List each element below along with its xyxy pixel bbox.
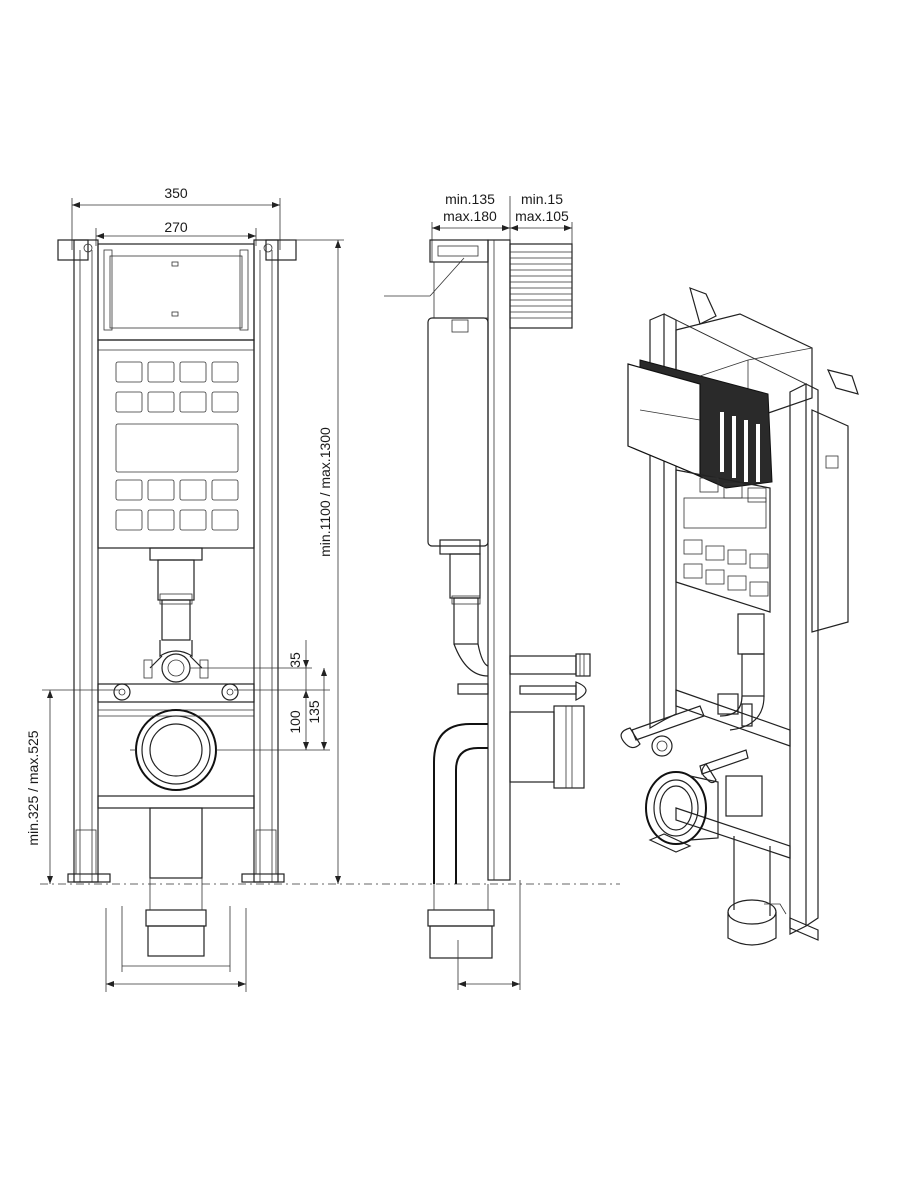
iso-flush-pipe — [719, 613, 765, 731]
dimension-total-height-label: min.1100 / max.1300 — [317, 427, 333, 557]
dimension-frame-depth: min.135 max.180 — [431, 191, 511, 262]
cistern-body — [97, 339, 255, 549]
iso-lower-frame — [675, 689, 791, 859]
drain-pipe-side — [427, 705, 585, 959]
dimension-270: 270 — [95, 219, 257, 246]
dimension-100-label: 100 — [287, 710, 303, 734]
dimension-lower-height-label: min.325 / max.525 — [25, 730, 41, 845]
dimension-frame-depth-line2: max.180 — [443, 208, 497, 224]
frame-posts — [67, 239, 285, 883]
drain-pipe — [105, 807, 247, 992]
dimension-total-height: min.1100 / max.1300 — [290, 239, 344, 884]
iso-actuator — [627, 359, 773, 489]
mounting-crossbar — [97, 683, 255, 711]
iso-drain-outlet — [645, 771, 763, 845]
dimension-wall-depth: min.15 max.105 — [510, 191, 573, 262]
dimension-lower-height: min.325 / max.525 — [25, 689, 120, 884]
iso-drain-pipe — [727, 836, 787, 946]
flush-box-opening — [97, 243, 255, 341]
wall-plane — [487, 239, 511, 881]
dimension-350: 350 — [71, 185, 281, 250]
side-top-bracket — [429, 239, 489, 319]
isometric-view — [620, 287, 859, 946]
flush-connector-side — [509, 653, 591, 701]
dimension-frame-depth-line1: min.135 — [445, 191, 495, 207]
lower-frame — [97, 715, 255, 809]
actuator-module — [509, 243, 573, 329]
flush-pipe-side — [449, 553, 489, 695]
iso-feet — [648, 833, 819, 941]
side-bottom-dimension — [457, 880, 521, 990]
dimension-wall-depth-line1: min.15 — [521, 191, 563, 207]
side-view: min.135 max.180 min.15 max.105 — [384, 191, 591, 990]
dimension-270-label: 270 — [164, 219, 188, 235]
dimension-135-label: 135 — [306, 700, 322, 724]
flush-pipe — [149, 547, 203, 658]
iso-cistern-body — [675, 409, 849, 633]
iso-connection-rods — [620, 693, 753, 784]
dimension-connections: 35 100 135 — [190, 640, 330, 751]
dimension-wall-depth-line2: max.105 — [515, 208, 569, 224]
dimension-350-label: 350 — [164, 185, 188, 201]
cistern-side — [427, 317, 489, 555]
front-view: 350 270 — [25, 185, 344, 992]
iso-top-clips — [689, 287, 859, 395]
drain-outlet — [130, 709, 217, 791]
top-brackets — [57, 239, 297, 261]
dimension-35-label: 35 — [287, 652, 303, 668]
